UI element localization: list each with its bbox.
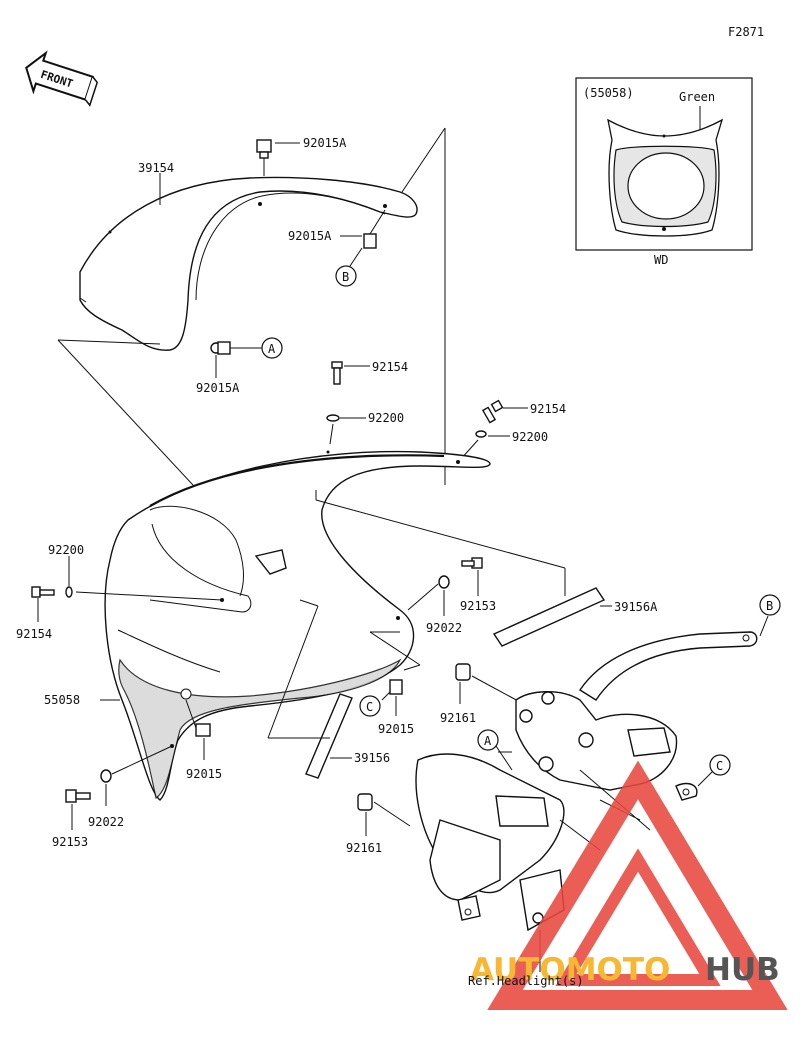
washer-top bbox=[326, 414, 340, 422]
watermark-logo: AUTOMOTO HUB bbox=[470, 952, 780, 988]
callout-a-upper: A bbox=[261, 337, 283, 359]
label-windshield: 39154 bbox=[138, 161, 174, 175]
pad-39156 bbox=[305, 693, 353, 779]
svg-text:A: A bbox=[268, 342, 276, 356]
svg-text:B: B bbox=[342, 270, 349, 284]
callout-a-lower: A bbox=[477, 729, 499, 751]
label-ref-note: Ref.Headlight(s) bbox=[468, 974, 584, 988]
front-arrow-icon: FRONT bbox=[25, 50, 99, 107]
label-nut-mid: 92015 bbox=[378, 722, 414, 736]
watermark-text-auto: AUTOMOTO bbox=[470, 952, 670, 988]
svg-text:C: C bbox=[366, 700, 373, 714]
grommet-lower bbox=[357, 793, 373, 811]
washer-right bbox=[475, 430, 487, 438]
clip-nut-top bbox=[256, 139, 272, 159]
nut-left bbox=[195, 723, 211, 737]
bolt-right bbox=[481, 399, 504, 424]
inset-caption: WD bbox=[654, 253, 668, 267]
label-clip-right: 92015A bbox=[288, 229, 332, 243]
label-washer-left: 92200 bbox=[48, 543, 84, 557]
label-screw-low-left: 92153 bbox=[52, 835, 88, 849]
label-washer-top: 92200 bbox=[368, 411, 404, 425]
clip-nut-bottom bbox=[210, 341, 231, 355]
washer-low-left bbox=[100, 769, 112, 783]
svg-text:A: A bbox=[484, 734, 492, 748]
upper-cowl bbox=[104, 450, 491, 801]
label-nut-left: 92015 bbox=[186, 767, 222, 781]
label-clip-bottom: 92015A bbox=[196, 381, 240, 395]
label-washer-right: 92200 bbox=[512, 430, 548, 444]
label-bolt-top: 92154 bbox=[372, 360, 408, 374]
inset-color-note: Green bbox=[679, 90, 715, 104]
grommet-upper bbox=[455, 663, 471, 681]
label-washer-low-left: 92022 bbox=[88, 815, 124, 829]
washer-left bbox=[65, 586, 73, 598]
windshield bbox=[79, 176, 418, 351]
screw-low-left bbox=[65, 789, 91, 803]
inset-cowl-shape bbox=[607, 118, 724, 237]
label-pad-lower: 39156 bbox=[354, 751, 390, 765]
callout-c-left: C bbox=[359, 695, 381, 717]
screw-mid bbox=[461, 557, 483, 569]
watermark-triangle-icon bbox=[487, 760, 788, 1010]
label-bolt-left: 92154 bbox=[16, 627, 52, 641]
callout-c-right: C bbox=[709, 754, 731, 776]
figure-code: F2871 bbox=[728, 25, 764, 39]
inset-part-ref: (55058) bbox=[583, 86, 634, 100]
label-washer-mid: 92022 bbox=[426, 621, 462, 635]
watermark-text-hub: HUB bbox=[705, 952, 780, 988]
callout-b-upper: B bbox=[335, 265, 357, 287]
inset-panel: (55058) Green WD bbox=[575, 77, 753, 267]
nut-mid bbox=[389, 679, 403, 695]
bolt-top bbox=[331, 361, 343, 385]
svg-text:B: B bbox=[766, 599, 773, 613]
callout-b-lower: B bbox=[759, 594, 781, 616]
label-clip-top: 92015A bbox=[303, 136, 347, 150]
label-cowl: 55058 bbox=[44, 693, 80, 707]
label-pad-right: 39156A bbox=[614, 600, 658, 614]
pad-39156a bbox=[492, 587, 606, 647]
label-bolt-right: 92154 bbox=[530, 402, 566, 416]
bolt-left bbox=[31, 586, 55, 598]
label-grommet-upper: 92161 bbox=[440, 711, 476, 725]
clip-nut-right bbox=[363, 233, 377, 249]
label-grommet-lower: 92161 bbox=[346, 841, 382, 855]
washer-mid bbox=[438, 575, 450, 589]
label-screw-mid: 92153 bbox=[460, 599, 496, 613]
svg-text:C: C bbox=[716, 759, 723, 773]
